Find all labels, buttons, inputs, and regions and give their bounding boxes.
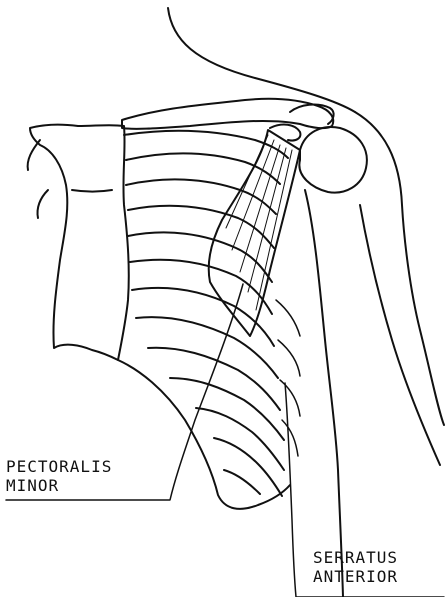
rib <box>128 206 274 248</box>
serratus-anterior-label: SERRATUS ANTERIOR <box>313 548 398 586</box>
rib <box>126 153 280 184</box>
sternum-inner <box>72 190 112 192</box>
rib-cage <box>124 131 288 496</box>
pectoralis-minor-label-line2: MINOR <box>6 476 112 495</box>
serratus-anterior-label-line2: ANTERIOR <box>313 567 398 586</box>
rib <box>214 438 282 496</box>
pectoralis-minor-label: PECTORALIS MINOR <box>6 457 112 495</box>
rib <box>130 260 272 314</box>
neck-outline <box>168 8 355 112</box>
arm-inner-outline <box>305 190 343 597</box>
sternum <box>30 125 129 360</box>
acromion <box>290 105 334 124</box>
serratus-anterior-label-line1: SERRATUS <box>313 548 398 567</box>
rib <box>224 470 260 494</box>
rib <box>196 408 284 470</box>
shoulder-outline <box>355 112 444 425</box>
coracoid <box>270 125 300 141</box>
costal-cartilage-left <box>28 140 48 218</box>
rib <box>170 378 284 440</box>
pectoralis-minor-label-line1: PECTORALIS <box>6 457 112 476</box>
humeral-head <box>299 127 366 193</box>
arm-front-outline <box>360 205 440 465</box>
pectoralis-minor-muscle <box>209 130 300 336</box>
clavicle <box>122 99 333 129</box>
